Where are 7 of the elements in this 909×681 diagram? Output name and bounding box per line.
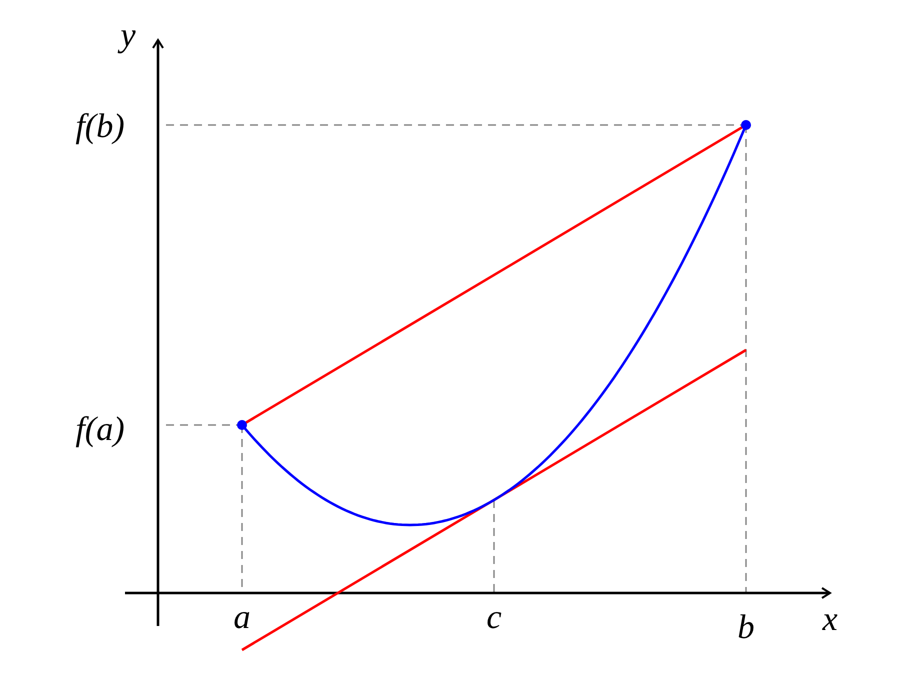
axis-label: y [120,19,136,53]
tick-label: c [486,601,502,635]
tick-label: f(b) [75,110,125,144]
tick-label: b [738,611,754,645]
tick-label: f(a) [75,413,125,447]
tick-label: a [234,601,250,635]
axis-label: x [822,603,838,637]
